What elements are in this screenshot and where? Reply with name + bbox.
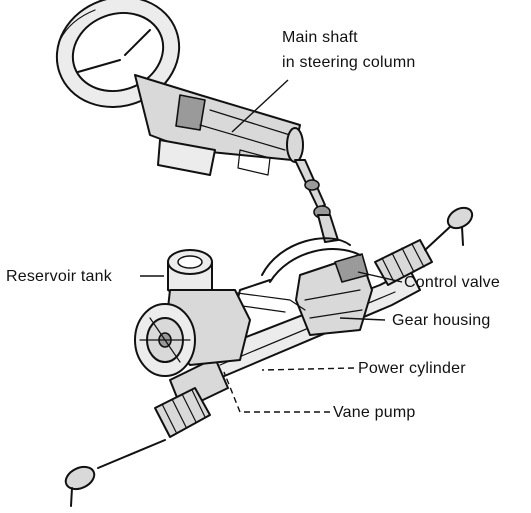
steering-wheel (55, 0, 181, 108)
vane-pump (134, 289, 251, 377)
leader-vane-pump (223, 371, 330, 413)
leader-main-shaft (231, 79, 289, 133)
label-power-cylinder: Power cylinder (358, 360, 466, 377)
main-shaft (294, 159, 339, 243)
label-control-valve: Control valve (404, 274, 500, 291)
label-main-shaft-line1: Main shaft (282, 29, 358, 46)
leader-gear-housing (339, 317, 386, 321)
label-main-shaft-line2: in steering column (282, 54, 415, 71)
leader-power-cylinder (261, 367, 355, 371)
leader-control-valve (357, 271, 403, 283)
left-tie-rod (64, 387, 211, 507)
label-gear-housing: Gear housing (392, 312, 490, 329)
label-vane-pump: Vane pump (333, 404, 415, 421)
steering-column (134, 74, 304, 176)
right-tie-rod (374, 206, 474, 286)
label-reservoir-tank: Reservoir tank (6, 268, 113, 285)
gear-housing (295, 253, 373, 336)
